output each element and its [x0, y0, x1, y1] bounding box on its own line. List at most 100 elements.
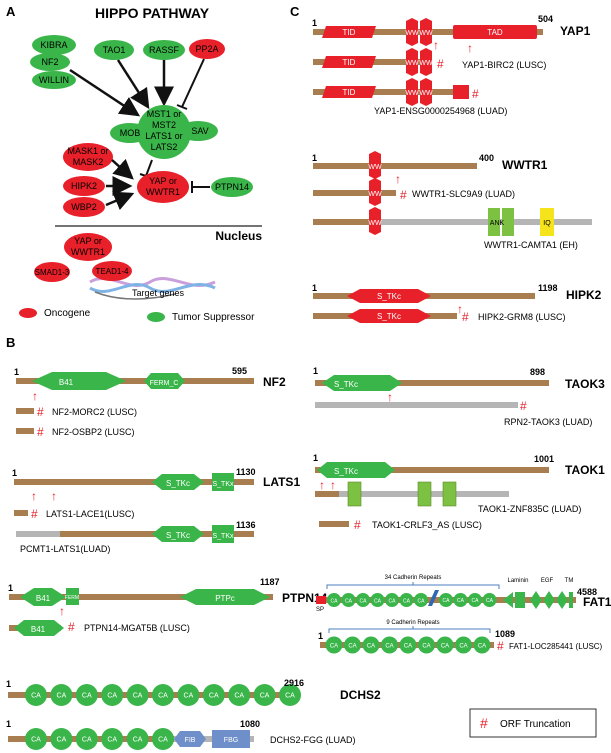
nf2-osbp2-fusion: # NF2-OSBP2 (LUSC)	[16, 425, 135, 439]
svg-text:1001: 1001	[534, 454, 554, 464]
svg-text:2916: 2916	[284, 678, 304, 688]
mst-lats-node	[137, 105, 191, 159]
svg-text:898: 898	[530, 367, 545, 377]
nuclear-yap-label-1: YAP or	[74, 236, 102, 246]
svg-text:1: 1	[312, 153, 317, 163]
ca-domain-label: CA	[107, 693, 117, 700]
svg-text:↑: ↑	[330, 478, 336, 492]
svg-text:WW: WW	[368, 164, 382, 171]
svg-text:FBG: FBG	[224, 737, 238, 744]
ca-domain	[75, 684, 98, 706]
svg-text:#: #	[462, 310, 469, 324]
rassf-node: RASSF	[143, 40, 185, 60]
fat1-repeats-label: 34 Cadherin Repeats	[385, 575, 442, 581]
arrow-tao1-core	[116, 59, 150, 110]
hipk2-f1-label: HIPK2-GRM8 (LUSC)	[478, 312, 566, 322]
svg-text:WW: WW	[368, 220, 382, 227]
taok3-wildtype: 1 S_TKc 898 TAOK3 ↑	[313, 366, 605, 404]
ca-domain	[399, 593, 414, 607]
nucleus-label: Nucleus	[215, 229, 262, 243]
ca-domain-label: CA	[330, 644, 338, 650]
svg-text:TID: TID	[343, 88, 356, 97]
core-label-1: MST1 or	[147, 109, 182, 119]
core-label-3: LATS1 or	[145, 131, 182, 141]
ca-domain-label: CA	[360, 599, 368, 605]
yap1-f2-hash: #	[472, 87, 479, 101]
fat1-break	[428, 590, 439, 606]
panel-a-letter: A	[6, 4, 16, 19]
taok3-name: TAOK3	[565, 377, 605, 391]
rpn2-taok3-fusion: # RPN2-TAOK3 (LUAD)	[315, 399, 592, 427]
ca-domain	[152, 728, 174, 750]
svg-text:B41: B41	[59, 378, 74, 387]
ca-domain	[279, 684, 301, 706]
wwtr1-slc9a9-fusion: WW # WWTR1-SLC9A9 (LUAD)	[313, 178, 515, 206]
svg-text:B41: B41	[36, 594, 51, 603]
wwtr1-wildtype: 1 WW 400 WWTR1 ↑	[312, 151, 548, 186]
taok1-wildtype: 1 S_TKc 1001 TAOK1 ↑ ↑	[313, 453, 605, 492]
svg-text:↑: ↑	[319, 478, 325, 492]
taok1-f1-label: TAOK1-ZNF835C (LUAD)	[478, 504, 581, 514]
ca-domain-label: CA	[133, 737, 143, 744]
ca-domain-label: CA	[31, 737, 41, 744]
ca-domain-label: CA	[184, 693, 194, 700]
ca-domain	[455, 636, 472, 654]
svg-text:400: 400	[479, 153, 494, 163]
legend-suppressor-label: Tumor Suppressor	[172, 312, 255, 323]
panel-c-letter: C	[290, 4, 300, 19]
svg-text:WW: WW	[405, 90, 419, 97]
orf-truncation-legend: # ORF Truncation	[469, 708, 597, 738]
lats1-f1-label: LATS1-LACE1(LUSC)	[46, 509, 134, 519]
smad-label: SMAD1-3	[35, 268, 70, 277]
svg-text:1136: 1136	[236, 520, 256, 530]
mask-label-2: MASK2	[73, 157, 104, 167]
fat1-name: FAT1	[583, 595, 611, 609]
ca-domain	[253, 684, 276, 706]
yap-label-2: WWTR1	[146, 187, 180, 197]
hipk2-wildtype: 1 S_TKc 1198 HIPK2 ↑	[312, 283, 602, 316]
legend-oncogene-swatch	[19, 308, 37, 318]
nf2-wildtype: 1 B41 FERM_C 595 NF2 ↑	[14, 366, 286, 403]
ca-domain	[126, 728, 149, 750]
taok1-f2-label: TAOK1-CRLF3_AS (LUSC)	[372, 520, 482, 530]
ptpn14-label: PTPN14	[215, 182, 249, 192]
ca-domain-label: CA	[457, 598, 465, 604]
yap-label-1: YAP or	[149, 176, 177, 186]
svg-text:IQ: IQ	[543, 220, 551, 227]
ca-domain	[325, 636, 343, 654]
ca-domain-label: CA	[472, 598, 480, 604]
inhibit-pp2a-core	[181, 58, 205, 108]
ca-domain-label: CA	[367, 644, 375, 650]
tead-label: TEAD1-4	[96, 267, 129, 276]
ca-domain-label: CA	[403, 599, 411, 605]
pp2a-node: PP2A	[189, 39, 225, 59]
ca-domain	[362, 636, 380, 654]
ca-domain	[101, 728, 124, 750]
kibra-node: KIBRA	[32, 35, 76, 55]
wwtr1-name: WWTR1	[502, 158, 548, 172]
willin-label: WILLIN	[39, 75, 69, 85]
tead-node: TEAD1-4	[92, 261, 132, 281]
svg-text:1130: 1130	[236, 467, 256, 477]
panel-b-letter: B	[6, 335, 15, 350]
ca-domain	[399, 636, 417, 654]
nf2-name: NF2	[263, 375, 286, 389]
fat1-repeats2-label: 9 Cadherin Repeats	[386, 620, 439, 626]
lats1-name: LATS1	[263, 475, 300, 489]
svg-text:Laminin: Laminin	[507, 578, 528, 584]
ca-domain	[418, 636, 435, 654]
ca-domain	[473, 636, 491, 654]
ca-domain-label: CA	[441, 644, 449, 650]
rassf-label: RASSF	[149, 45, 180, 55]
svg-text:1: 1	[312, 283, 317, 293]
svg-text:↑: ↑	[457, 302, 463, 316]
mob-label: MOB	[120, 128, 141, 138]
nf2-label: NF2	[41, 57, 58, 67]
dchs2-name: DCHS2	[340, 688, 381, 702]
svg-text:4588: 4588	[577, 587, 597, 597]
ca-domain	[482, 593, 497, 607]
yap1-trunc-arrow-1: ↑	[433, 38, 439, 52]
